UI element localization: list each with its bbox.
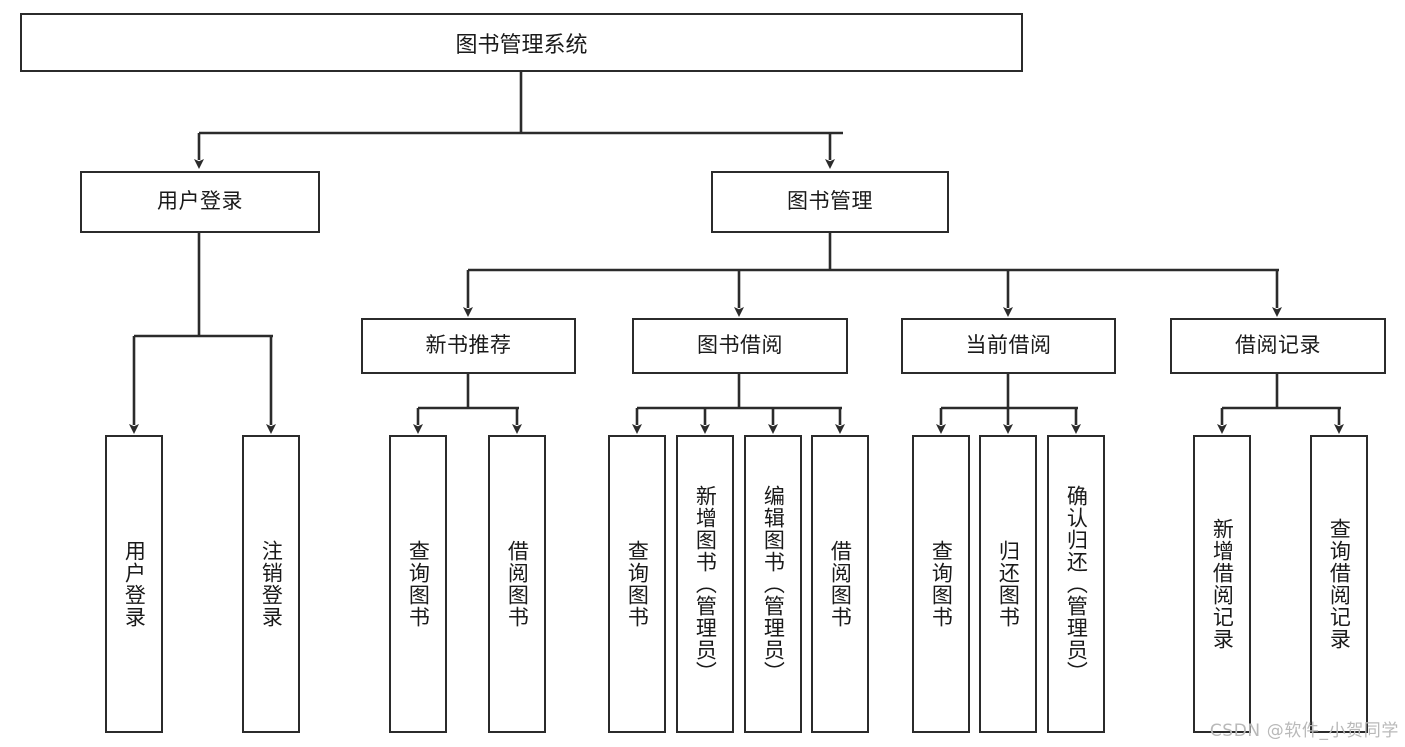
node-leaf-book-borrow-2-label: 新增图书（管理员）: [693, 485, 718, 683]
node-leaf-book-borrow-2[interactable]: 新增图书（管理员）: [676, 435, 734, 733]
node-current-borrow-label: 当前借阅: [965, 333, 1052, 358]
node-leaf-current-borrow-2-label: 归还图书: [996, 540, 1021, 628]
node-book-borrow-label: 图书借阅: [697, 333, 783, 358]
node-leaf-current-borrow-3-label: 确认归还（管理员）: [1064, 485, 1089, 683]
node-root[interactable]: 图书管理系统: [20, 13, 1023, 72]
node-book-manage[interactable]: 图书管理: [711, 171, 949, 233]
node-leaf-current-borrow-1[interactable]: 查询图书: [912, 435, 970, 733]
node-leaf-book-borrow-3[interactable]: 编辑图书（管理员）: [744, 435, 802, 733]
node-leaf-current-borrow-2[interactable]: 归还图书: [979, 435, 1037, 733]
node-current-borrow[interactable]: 当前借阅: [901, 318, 1116, 374]
node-leaf-book-borrow-3-label: 编辑图书（管理员）: [761, 485, 786, 683]
node-leaf-book-borrow-1[interactable]: 查询图书: [608, 435, 666, 733]
node-leaf-user-login-2-label: 注销登录: [259, 540, 284, 628]
node-leaf-new-book-rec-1-label: 查询图书: [406, 540, 431, 628]
node-leaf-new-book-rec-2[interactable]: 借阅图书: [488, 435, 546, 733]
node-leaf-user-login-1-label: 用户登录: [122, 540, 147, 628]
node-book-borrow[interactable]: 图书借阅: [632, 318, 848, 374]
node-borrow-record[interactable]: 借阅记录: [1170, 318, 1386, 374]
node-borrow-record-label: 借阅记录: [1235, 333, 1321, 358]
node-user-login-label: 用户登录: [157, 189, 243, 214]
node-leaf-new-book-rec-1[interactable]: 查询图书: [389, 435, 447, 733]
node-root-label: 图书管理系统: [455, 32, 588, 58]
node-user-login[interactable]: 用户登录: [80, 171, 320, 233]
watermark: CSDN @软件_小贺同学: [1209, 721, 1399, 741]
node-leaf-book-borrow-1-label: 查询图书: [625, 540, 650, 628]
node-new-book-rec[interactable]: 新书推荐: [361, 318, 576, 374]
node-leaf-book-borrow-4-label: 借阅图书: [828, 540, 853, 628]
node-leaf-borrow-record-2[interactable]: 查询借阅记录: [1310, 435, 1368, 733]
node-leaf-book-borrow-4[interactable]: 借阅图书: [811, 435, 869, 733]
node-leaf-current-borrow-3[interactable]: 确认归还（管理员）: [1047, 435, 1105, 733]
node-leaf-borrow-record-1[interactable]: 新增借阅记录: [1193, 435, 1251, 733]
node-leaf-user-login-2[interactable]: 注销登录: [242, 435, 300, 733]
node-leaf-new-book-rec-2-label: 借阅图书: [505, 540, 530, 628]
node-leaf-user-login-1[interactable]: 用户登录: [105, 435, 163, 733]
node-new-book-rec-label: 新书推荐: [425, 333, 512, 358]
node-leaf-borrow-record-1-label: 新增借阅记录: [1210, 518, 1235, 650]
node-leaf-current-borrow-1-label: 查询图书: [929, 540, 954, 628]
node-leaf-borrow-record-2-label: 查询借阅记录: [1327, 518, 1352, 650]
node-book-manage-label: 图书管理: [787, 189, 873, 214]
